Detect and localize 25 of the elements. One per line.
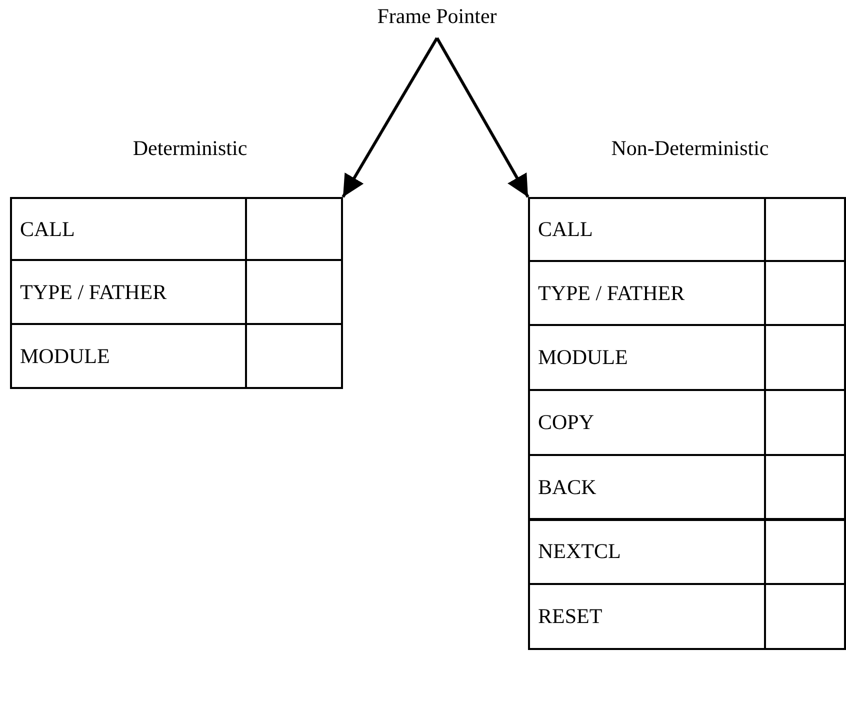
- table-heading: Non-Deterministic: [611, 136, 769, 161]
- field-name: TYPE / FATHER: [537, 280, 686, 306]
- field-name: COPY: [537, 410, 596, 435]
- field-name: TYPE / FATHER: [19, 280, 168, 304]
- table-row: [528, 324, 846, 392]
- field-name: CALL: [537, 216, 594, 242]
- arrow: [436, 37, 530, 198]
- field-name: RESET: [537, 604, 604, 630]
- table-row: [528, 389, 846, 456]
- table-heading: Deterministic: [132, 136, 248, 161]
- table-row: [528, 454, 846, 520]
- table-row: [528, 197, 846, 262]
- table-row: [528, 583, 846, 650]
- pointer-label: Frame Pointer: [370, 4, 504, 36]
- table-row: [10, 259, 343, 325]
- field-name: NEXTCL: [537, 539, 622, 564]
- field-name: BACK: [537, 474, 598, 500]
- table-row: [528, 518, 846, 586]
- arrow: [342, 37, 438, 198]
- table-row: [10, 323, 343, 389]
- table-row: [10, 197, 343, 261]
- field-name: MODULE: [537, 345, 629, 370]
- field-name: CALL: [19, 216, 76, 242]
- field-name: MODULE: [19, 344, 111, 368]
- table-row: [528, 260, 846, 326]
